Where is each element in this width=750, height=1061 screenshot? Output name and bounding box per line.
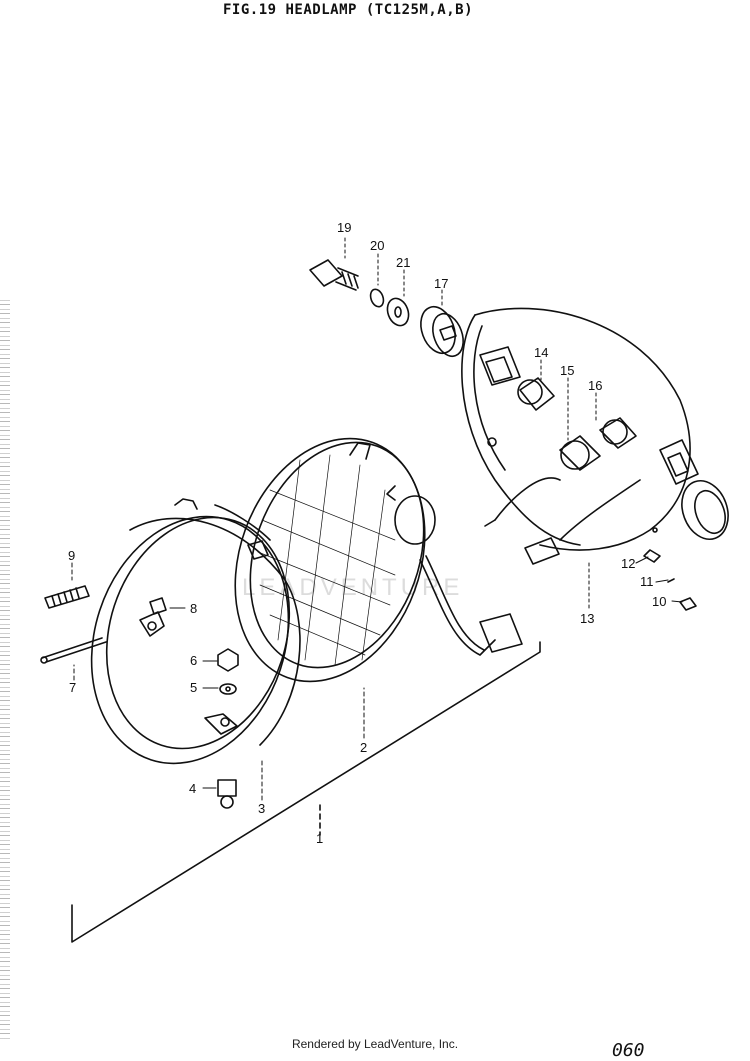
callout-9: 9 bbox=[68, 548, 75, 563]
rubber-ring bbox=[681, 480, 729, 540]
callout-19: 19 bbox=[337, 220, 351, 235]
callout-8: 8 bbox=[190, 601, 197, 616]
callout-4: 4 bbox=[189, 781, 196, 796]
watermark: LEADVENTURE bbox=[242, 574, 464, 601]
headlamp-housing bbox=[461, 307, 699, 565]
callout-15: 15 bbox=[560, 363, 574, 378]
callout-17: 17 bbox=[434, 276, 448, 291]
figure-title: FIG.19 HEADLAMP (TC125M,A,B) bbox=[223, 2, 474, 18]
page-number: 060 bbox=[612, 1040, 645, 1061]
callout-10: 10 bbox=[652, 594, 666, 609]
callout-11: 11 bbox=[640, 574, 654, 589]
headlamp-rim bbox=[90, 498, 301, 765]
callout-1: 1 bbox=[316, 831, 323, 846]
small-parts bbox=[40, 549, 697, 809]
callout-6: 6 bbox=[190, 653, 197, 668]
callout-7: 7 bbox=[69, 680, 76, 695]
callout-3: 3 bbox=[258, 801, 265, 816]
callout-21: 21 bbox=[396, 255, 410, 270]
callout-13: 13 bbox=[580, 611, 594, 626]
callout-2: 2 bbox=[360, 740, 367, 755]
leader-lines bbox=[71, 237, 683, 801]
mount-hardware bbox=[309, 259, 464, 358]
callout-16: 16 bbox=[588, 378, 602, 393]
callout-5: 5 bbox=[190, 680, 197, 695]
footer-credit: Rendered by LeadVenture, Inc. bbox=[291, 1037, 459, 1051]
callout-14: 14 bbox=[534, 345, 548, 360]
sealed-beam-unit bbox=[234, 437, 523, 683]
callout-12: 12 bbox=[621, 556, 635, 571]
scan-edge-noise bbox=[0, 300, 10, 1040]
assembly-bracket bbox=[71, 641, 541, 943]
callout-20: 20 bbox=[370, 238, 384, 253]
